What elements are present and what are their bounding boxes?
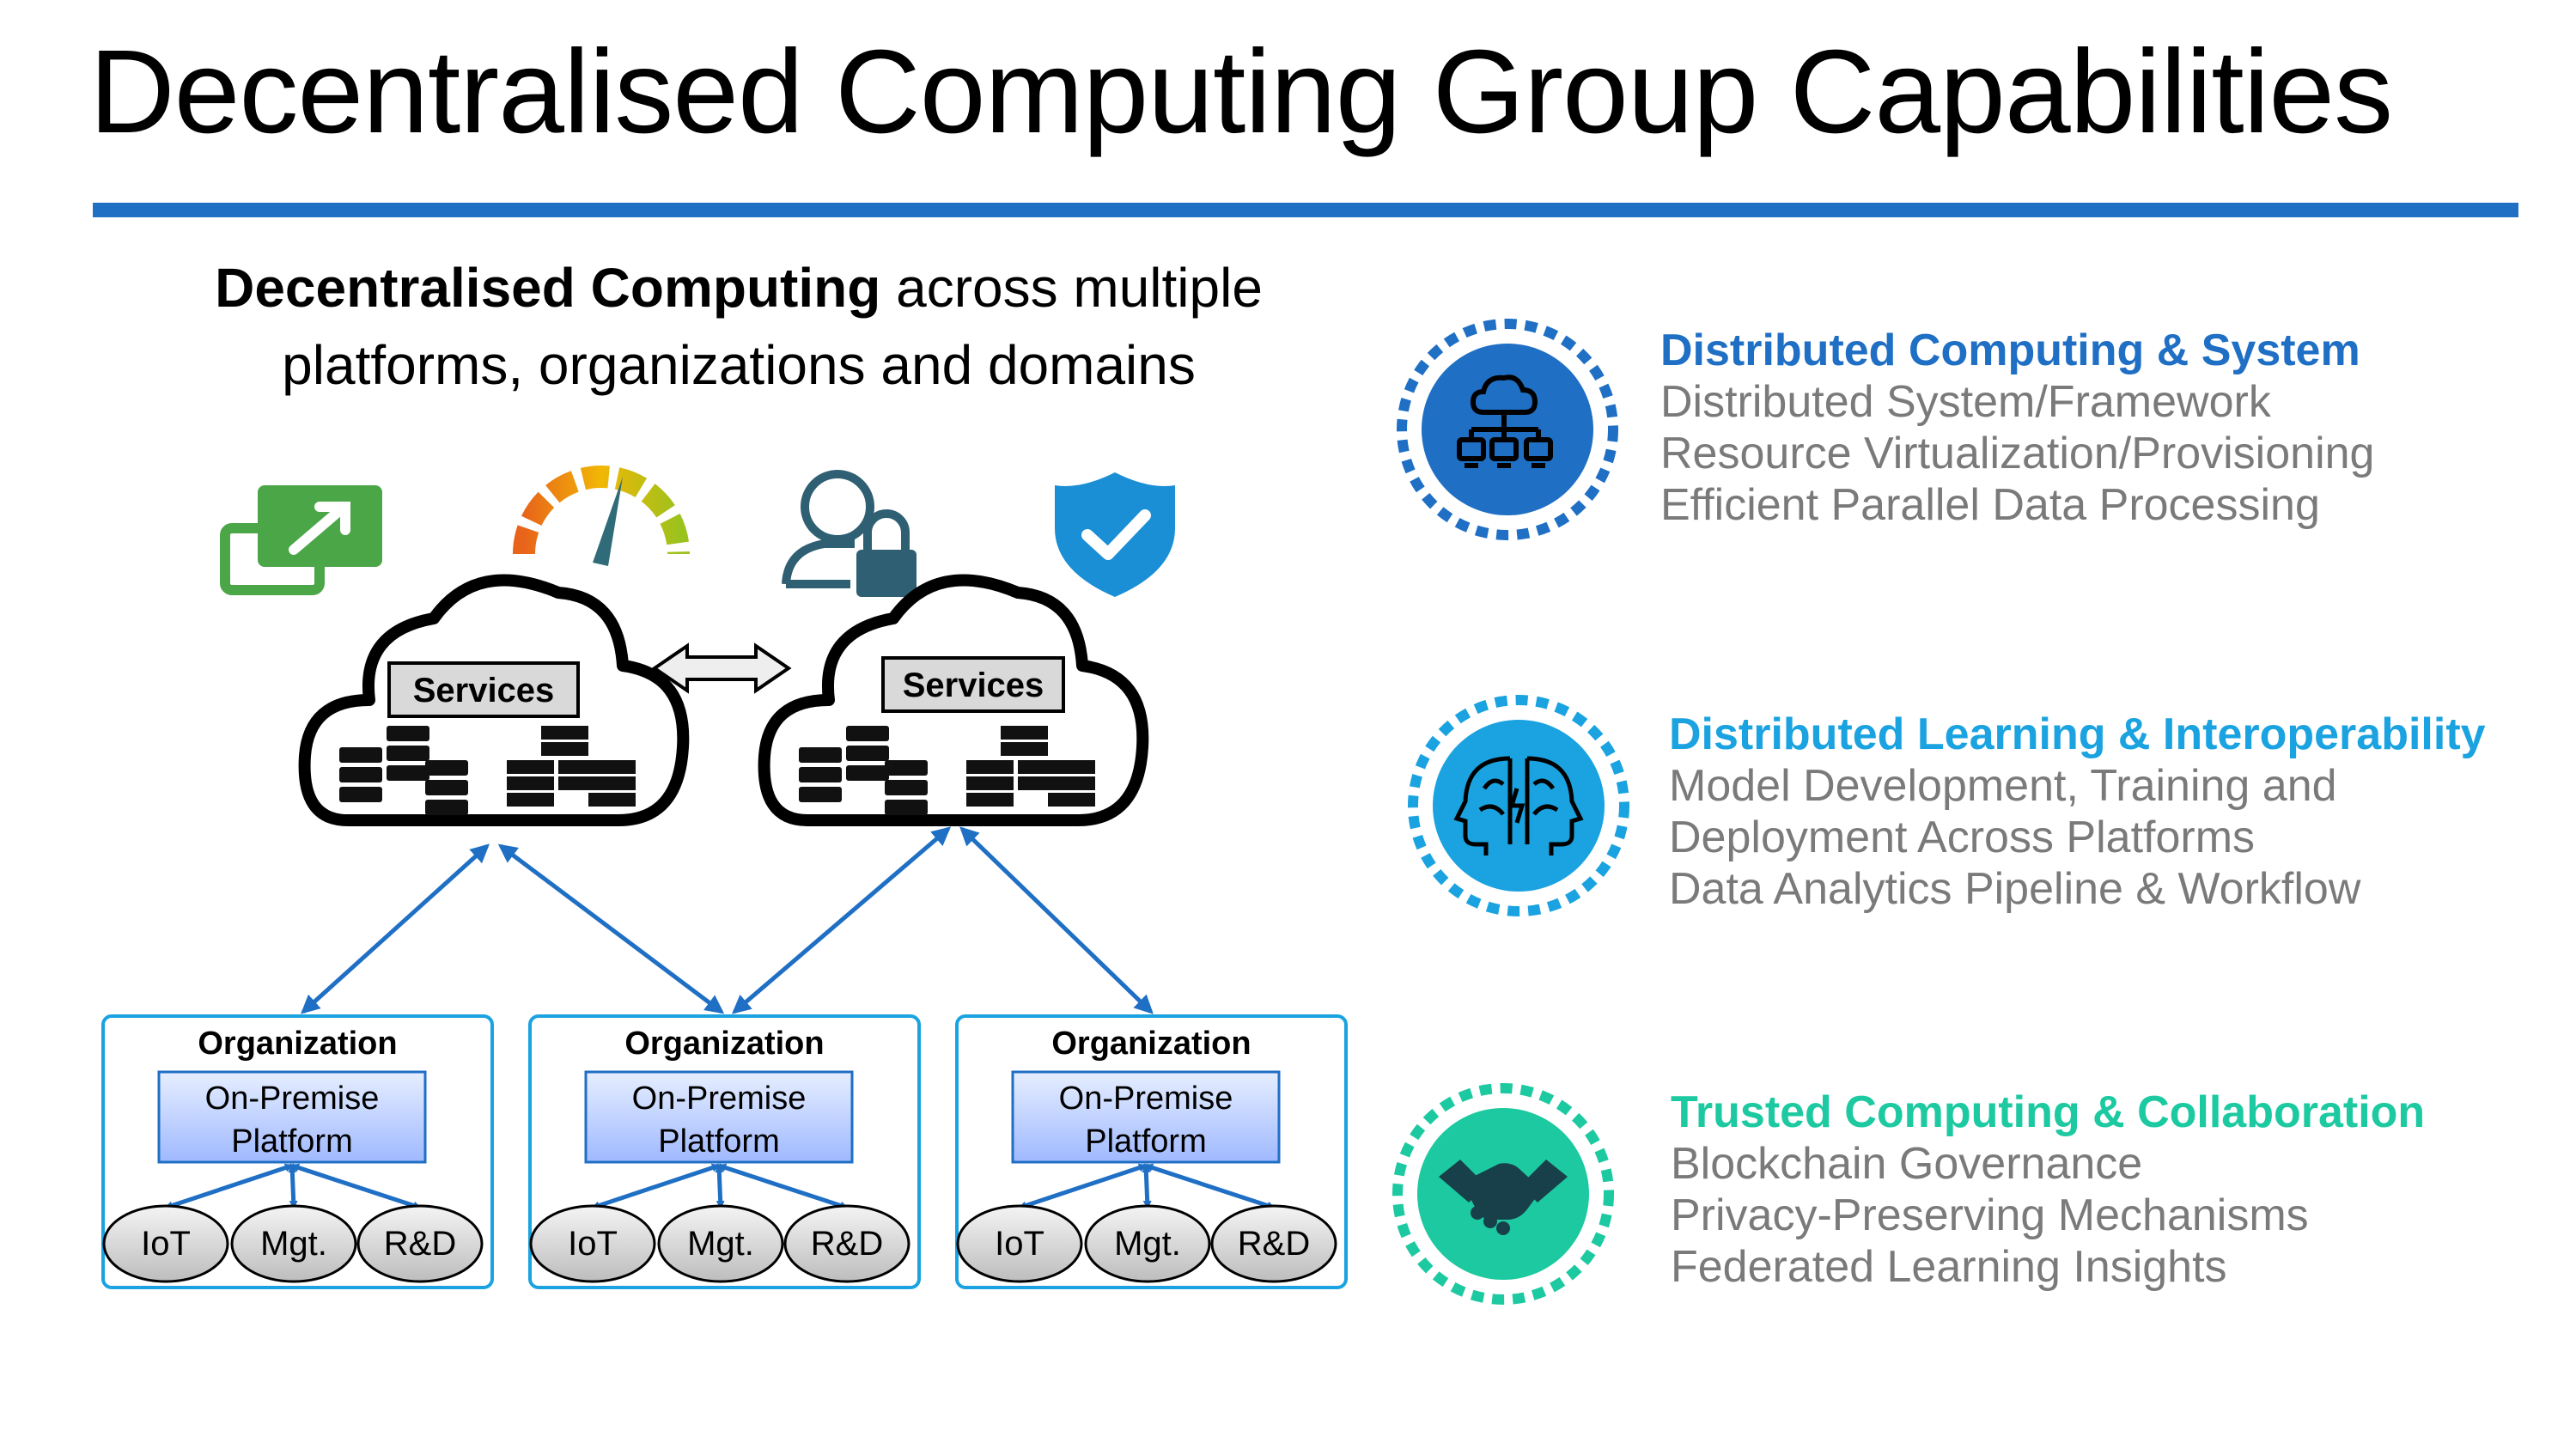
on-premise-platform-box: [1011, 1070, 1281, 1164]
node-label: R&D: [811, 1225, 883, 1263]
capability-3-line-3: Federated Learning Insights: [1671, 1242, 2227, 1292]
platform-node-link: [290, 1163, 422, 1210]
services-box-left: [387, 661, 580, 718]
platform-label-line1: On-Premise: [205, 1081, 380, 1117]
diagram-subtitle: Decentralised Computing across multiple …: [172, 249, 1306, 404]
capability-2: Distributed Learning & Interoperability …: [1669, 709, 2486, 915]
node-label: IoT: [568, 1225, 618, 1263]
capability-3-line-2: Privacy-Preserving Mechanisms: [1671, 1190, 2309, 1240]
node-ellipse: [956, 1204, 1083, 1283]
organization-title: Organization: [1051, 1026, 1251, 1062]
user-lock-icon: [782, 470, 917, 597]
handshake-icon: [1439, 1160, 1568, 1235]
node-label: IoT: [995, 1225, 1044, 1263]
services-label-right: Services: [903, 667, 1044, 704]
node-label: Mgt.: [1114, 1225, 1181, 1263]
node-ellipse: [230, 1204, 357, 1283]
capability-3-heading: Trusted Computing & Collaboration: [1671, 1087, 2426, 1137]
capability-2-line-2: Deployment Across Platforms: [1669, 813, 2256, 862]
page-title: Decentralised Computing Group Capabiliti…: [89, 26, 2393, 158]
node-label: Mgt.: [687, 1225, 754, 1263]
on-premise-platform-box: [157, 1070, 427, 1164]
org-cloud-links: [301, 826, 1154, 1014]
platform-label-line1: On-Premise: [632, 1081, 807, 1117]
on-premise-platform-box: [584, 1070, 854, 1164]
capability-badge-3: [1392, 1083, 1614, 1305]
platform-label-line2: Platform: [1085, 1123, 1206, 1160]
cloud-network-icon: [1457, 374, 1553, 468]
title-underline: [93, 203, 2518, 217]
subtitle-line2: platforms, organizations and domains: [282, 334, 1196, 396]
platform-label-line2: Platform: [658, 1123, 779, 1160]
servers-right-a: [799, 726, 928, 815]
shield-check-icon: [1055, 472, 1175, 597]
platform-node-link: [1142, 1164, 1152, 1209]
screen-share-icon: [220, 485, 382, 595]
servers-left-b: [507, 726, 636, 807]
platform-node-link: [1018, 1163, 1148, 1210]
platform-label-line1: On-Premise: [1059, 1081, 1233, 1117]
organization-title: Organization: [624, 1026, 824, 1062]
servers-left-a: [339, 726, 468, 815]
cloud-right: Services: [758, 574, 1149, 826]
node-ellipse: [1210, 1204, 1337, 1283]
platform-label-line2: Platform: [231, 1123, 352, 1160]
capability-1-line-1: Distributed System/Framework: [1660, 377, 2271, 427]
node-ellipse: [1084, 1204, 1211, 1283]
platform-node-link: [1144, 1163, 1276, 1210]
cloud-link-arrow: [651, 642, 792, 694]
speedometer-icon: [513, 466, 690, 566]
platform-node-link: [288, 1164, 298, 1209]
capability-badge-1: [1397, 319, 1618, 540]
node-label: R&D: [384, 1225, 456, 1263]
capability-1-line-2: Resource Virtualization/Provisioning: [1660, 429, 2375, 478]
node-ellipse: [102, 1204, 229, 1283]
subtitle-bold: Decentralised Computing: [215, 257, 881, 319]
brain-heads-icon: [1453, 756, 1584, 855]
platform-node-link: [591, 1163, 721, 1210]
platform-node-link: [164, 1163, 294, 1210]
capability-2-heading: Distributed Learning & Interoperability: [1669, 709, 2486, 759]
cloud-left: Services: [298, 574, 690, 826]
subtitle-line1-rest: across multiple: [880, 257, 1263, 319]
capability-3-line-1: Blockchain Governance: [1671, 1139, 2143, 1189]
platform-node-link: [717, 1163, 849, 1210]
capability-2-line-1: Model Development, Training and: [1669, 761, 2337, 811]
node-ellipse: [783, 1204, 910, 1283]
node-label: R&D: [1238, 1225, 1310, 1263]
services-box-right: [881, 656, 1065, 713]
capability-badge-2: [1408, 695, 1629, 916]
node-label: Mgt.: [260, 1225, 327, 1263]
node-ellipse: [657, 1204, 784, 1283]
servers-right-b: [966, 726, 1095, 807]
services-label-left: Services: [413, 672, 555, 709]
capability-3: Trusted Computing & Collaboration Blockc…: [1671, 1087, 2425, 1293]
capability-1-heading: Distributed Computing & System: [1660, 326, 2360, 375]
capability-1: Distributed Computing & System Distribut…: [1660, 325, 2374, 531]
node-label: IoT: [141, 1225, 191, 1263]
node-ellipse: [529, 1204, 656, 1283]
platform-node-link: [715, 1164, 725, 1209]
capability-2-line-3: Data Analytics Pipeline & Workflow: [1669, 864, 2361, 914]
organization-title: Organization: [198, 1026, 397, 1062]
node-ellipse: [356, 1204, 484, 1283]
capability-1-line-3: Efficient Parallel Data Processing: [1660, 480, 2320, 530]
